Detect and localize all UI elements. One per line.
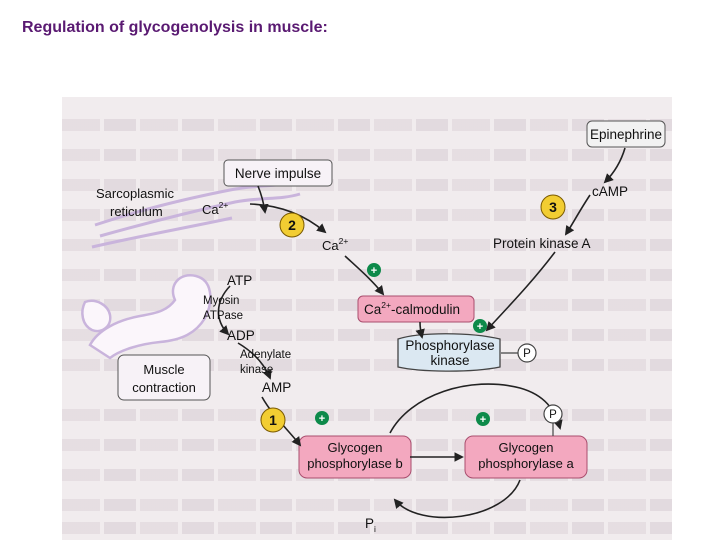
arrow-adp-to-amp <box>237 342 272 380</box>
arrow-camp-to-pka <box>564 194 591 236</box>
ca-calmodulin-label: Ca2+-calmodulin <box>364 300 460 317</box>
step-2-label: 2 <box>288 217 296 233</box>
amp-label: AMP <box>262 380 291 395</box>
epinephrine-box <box>586 120 666 148</box>
background-text-line <box>62 179 672 191</box>
arrow-atp-to-adp <box>217 285 231 336</box>
sarcoplasmic-label-line2: reticulum <box>110 204 163 219</box>
background-text-line <box>62 359 672 371</box>
adenylate-label-line2: kinase <box>240 364 273 376</box>
adp-label: ADP <box>227 328 255 343</box>
arrow-a-to-b-dephosphorylation <box>393 479 521 519</box>
glycogen-a-label-line2: phosphorylase a <box>478 456 574 471</box>
glycogen-a-label-line1: Glycogen <box>499 440 554 455</box>
ca-label-cytosol: Ca2+ <box>322 236 348 253</box>
background-text-line <box>62 149 672 161</box>
plus-circle-amp <box>315 411 329 425</box>
background-text-line <box>62 522 672 534</box>
muscle-contraction-label-line1: Muscle <box>143 362 184 377</box>
plus-label: + <box>477 321 483 333</box>
arrow-epinephrine-to-camp <box>603 147 626 184</box>
adenylate-label-line1: Adenylate <box>240 349 291 361</box>
background-text-line <box>62 409 672 421</box>
inorganic-phosphate-label: Pi <box>365 516 376 534</box>
camp-label: cAMP <box>592 184 628 199</box>
sarcoplasmic-label-line1: Sarcoplasmic <box>96 186 175 201</box>
plus-circle-calmodulin <box>367 263 381 277</box>
step-1-circle <box>260 407 286 433</box>
nerve-impulse-box <box>223 159 333 187</box>
plus-label: + <box>371 265 377 277</box>
protein-kinase-a-label: Protein kinase A <box>493 236 591 251</box>
arrow-b-to-a-activation <box>389 383 563 434</box>
background-text-line <box>62 209 672 221</box>
phosphate-label-kinase: P <box>523 348 531 360</box>
glycogen-phosphorylase-a-box <box>464 435 588 479</box>
step-3-circle <box>540 194 566 220</box>
phosphorylase-kinase-box <box>397 333 501 372</box>
ca-label-reticulum: Ca2+ <box>202 200 228 217</box>
plus-label: + <box>319 413 325 425</box>
arrow-pka-to-phosphorylase-kinase <box>485 251 556 332</box>
arrow-ca-to-calmodulin <box>344 255 385 296</box>
step-1-label: 1 <box>269 412 277 428</box>
page-title: Regulation of glycogenolysis in muscle: <box>22 19 328 36</box>
arrow-calmodulin-to-kinase <box>415 321 425 339</box>
plus-circle-kinase <box>473 319 487 333</box>
glycogen-b-label-line2: phosphorylase b <box>307 456 402 471</box>
myosin-label-line1: Myosin <box>203 295 239 307</box>
phosphorylase-kinase-label-line1: Phosphorylase <box>405 338 494 353</box>
background-text-line <box>62 329 672 341</box>
muscle-contraction-box <box>117 354 211 401</box>
plus-circle-kinase-activation <box>476 412 490 426</box>
arrow-nerve-impulse <box>257 185 269 214</box>
background-text-line <box>62 269 672 281</box>
ca-calmodulin-box <box>357 295 475 323</box>
phosphate-label-phosphorylase-a: P <box>549 409 557 421</box>
background-text-line <box>62 499 672 511</box>
step-2-circle <box>279 212 305 238</box>
muscle-contraction-label-line2: contraction <box>132 380 196 395</box>
phosphorylase-kinase-label-line2: kinase <box>430 353 469 368</box>
atp-label: ATP <box>227 273 252 288</box>
nerve-impulse-label: Nerve impulse <box>235 166 321 181</box>
myosin-label-line2: ATPase <box>203 310 243 322</box>
background-text-line <box>62 119 672 131</box>
step-3-label: 3 <box>549 199 557 215</box>
muscle-arm-icon <box>81 274 212 360</box>
background-text-line <box>62 239 672 251</box>
arrow-ca-release <box>249 203 327 234</box>
epinephrine-label: Epinephrine <box>590 127 662 142</box>
glycogen-b-label-line1: Glycogen <box>328 440 383 455</box>
plus-label: + <box>480 414 486 426</box>
